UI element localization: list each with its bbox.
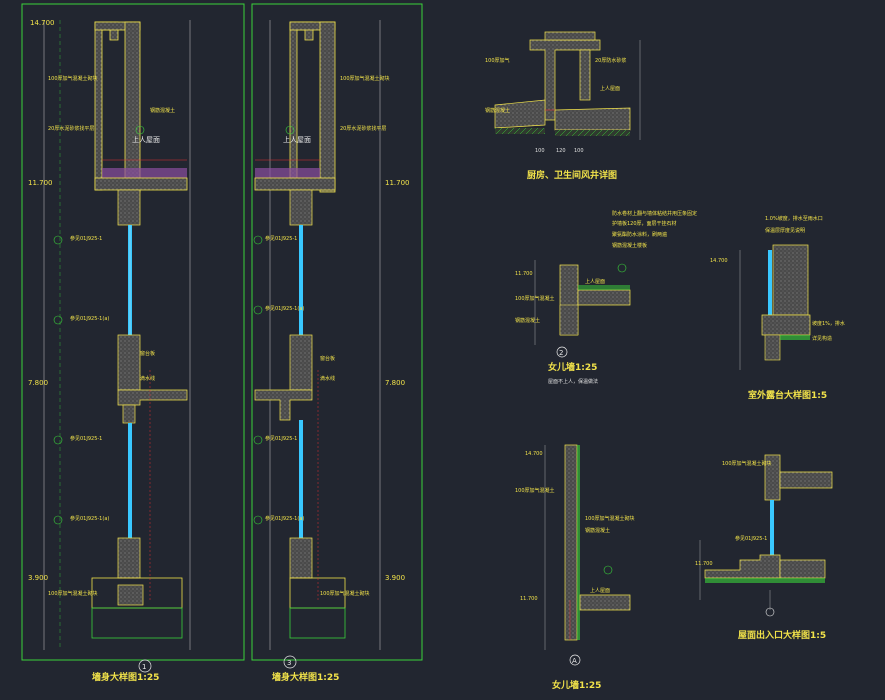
svg-text:100厚加气混凝土: 100厚加气混凝土 [515,295,555,302]
elev-low-1: 3.900 [28,574,48,582]
svg-text:上人屋面: 上人屋面 [600,85,620,92]
detail-2-number: 3 [287,659,291,667]
svg-text:120: 120 [556,148,566,154]
svg-text:参见01J925-1(a): 参见01J925-1(a) [70,315,109,322]
svg-text:保温层厚度见说明: 保温层厚度见说明 [765,227,805,234]
svg-text:100厚加气混凝土: 100厚加气混凝土 [515,487,555,494]
svg-text:窗台板: 窗台板 [140,350,155,357]
svg-text:100厚加气: 100厚加气 [485,57,510,64]
svg-text:1.0%坡度，排水至雨水口: 1.0%坡度，排水至雨水口 [765,215,823,222]
svg-text:20厚水泥砂浆找平层: 20厚水泥砂浆找平层 [48,125,94,132]
detail-4-title: 女儿墙1:25 [548,361,597,373]
svg-text:参见01J925-1(a): 参见01J925-1(a) [265,305,304,312]
svg-text:参见01J925-1(a): 参见01J925-1(a) [265,515,304,522]
svg-text:防水卷材上翻与墙体粘结并用压条固定: 防水卷材上翻与墙体粘结并用压条固定 [612,210,697,217]
svg-text:100厚加气混凝土砌块: 100厚加气混凝土砌块 [340,75,390,82]
detail-3-shaft: 100厚加气 20厚防水砂浆 上人屋面 钢筋混凝土 100 120 100 厨房、卫… [485,31,641,181]
svg-text:14.700: 14.700 [710,258,728,264]
detail-6-title: 女儿墙1:25 [552,679,601,691]
svg-text:聚氨酯防水涂料，刷两遍: 聚氨酯防水涂料，刷两遍 [612,231,667,238]
elev-roof-1: 11.700 [28,179,53,187]
svg-text:参见01J925-1: 参见01J925-1 [265,235,297,242]
svg-text:钢筋混凝土楼板: 钢筋混凝土楼板 [612,242,647,249]
detail-5-terrace: 防水卷材上翻与墙体粘结并用压条固定 护墙板120厚，面层干挂石材 聚氨酯防水涂料… [612,210,845,401]
svg-text:100厚加气混凝土砌块: 100厚加气混凝土砌块 [320,590,370,597]
svg-text:窗台板: 窗台板 [320,355,335,362]
svg-text:100: 100 [574,148,584,154]
svg-text:钢筋混凝土: 钢筋混凝土 [150,107,175,114]
detail-7-roof-access: 100厚加气混凝土砌块 参见01J925-1 11.700 屋面出入口大样图1:… [695,454,833,641]
svg-text:11.700: 11.700 [520,596,538,602]
svg-text:20厚水泥砂浆找平层: 20厚水泥砂浆找平层 [340,125,386,132]
detail-1-wall-section: 100厚加气混凝土砌块 20厚水泥砂浆找平层 钢筋混凝土 参见01J925-1 … [21,3,245,683]
svg-text:上人屋面: 上人屋面 [585,278,605,285]
svg-text:参见01J925-1: 参见01J925-1 [265,435,297,442]
detail-4-parapet: 11.700 100厚加气混凝土 钢筋混凝土 上人屋面 2 女儿墙1:25 屋面… [515,260,631,385]
up-person-label-2: 上人屋面 [283,135,311,144]
svg-text:参见01J925-1: 参见01J925-1 [735,535,767,542]
elev-mid-1: 7.800 [28,379,48,387]
svg-text:100: 100 [535,148,545,154]
svg-text:护墙板120厚，面层干挂石材: 护墙板120厚，面层干挂石材 [612,220,677,227]
svg-text:100厚加气混凝土砌块: 100厚加气混凝土砌块 [48,590,98,597]
svg-text:上人屋面: 上人屋面 [590,587,610,594]
svg-text:100厚加气混凝土砌块: 100厚加气混凝土砌块 [722,460,772,467]
detail-1-number: 1 [142,663,146,671]
svg-text:11.700: 11.700 [515,271,533,277]
detail-2-wall-section: 100厚加气混凝土砌块 20厚水泥砂浆找平层 参见01J925-1 参见01J9… [251,3,423,683]
svg-text:参见01J925-1: 参见01J925-1 [70,435,102,442]
svg-text:14.700: 14.700 [525,451,543,457]
elev-roof-2: 11.700 [385,179,410,187]
svg-text:钢筋混凝土: 钢筋混凝土 [515,317,540,324]
svg-text:参见01J925-1(a): 参见01J925-1(a) [70,515,109,522]
svg-text:钢筋混凝土: 钢筋混凝土 [485,107,510,114]
svg-text:参见01J925-1: 参见01J925-1 [70,235,102,242]
detail-7-title: 屋面出入口大样图1:5 [738,629,826,641]
detail-5-title: 室外露台大样图1:5 [748,389,827,401]
svg-text:钢筋混凝土: 钢筋混凝土 [585,527,610,534]
svg-text:滴水线: 滴水线 [320,375,335,382]
svg-text:100厚加气混凝土砌块: 100厚加气混凝土砌块 [48,75,98,82]
detail-6-parapet: 14.700 100厚加气混凝土 100厚加气混凝土砌块 钢筋混凝土 上人屋面 … [515,444,635,691]
detail-2-title: 墙身大样图1:25 [272,671,339,683]
elev-low-2: 3.900 [385,574,405,582]
svg-text:100厚加气混凝土砌块: 100厚加气混凝土砌块 [585,515,635,522]
svg-text:滴水线: 滴水线 [140,375,155,382]
detail-4-subtitle: 屋面不上人，保温做法 [548,378,598,385]
detail-4-number: 2 [559,349,563,357]
svg-text:20厚防水砂浆: 20厚防水砂浆 [595,57,626,64]
svg-text:详见构造: 详见构造 [812,335,832,342]
detail-6-number: A [572,657,577,665]
detail-3-title: 厨房、卫生间风井详图 [527,169,617,181]
svg-text:11.700: 11.700 [695,561,713,567]
elev-top-1: 14.700 [30,19,55,27]
up-person-label-1: 上人屋面 [132,135,160,144]
svg-text:坡度1%，排水: 坡度1%，排水 [812,320,845,327]
detail-1-title: 墙身大样图1:25 [92,671,159,683]
elev-mid-2: 7.800 [385,379,405,387]
